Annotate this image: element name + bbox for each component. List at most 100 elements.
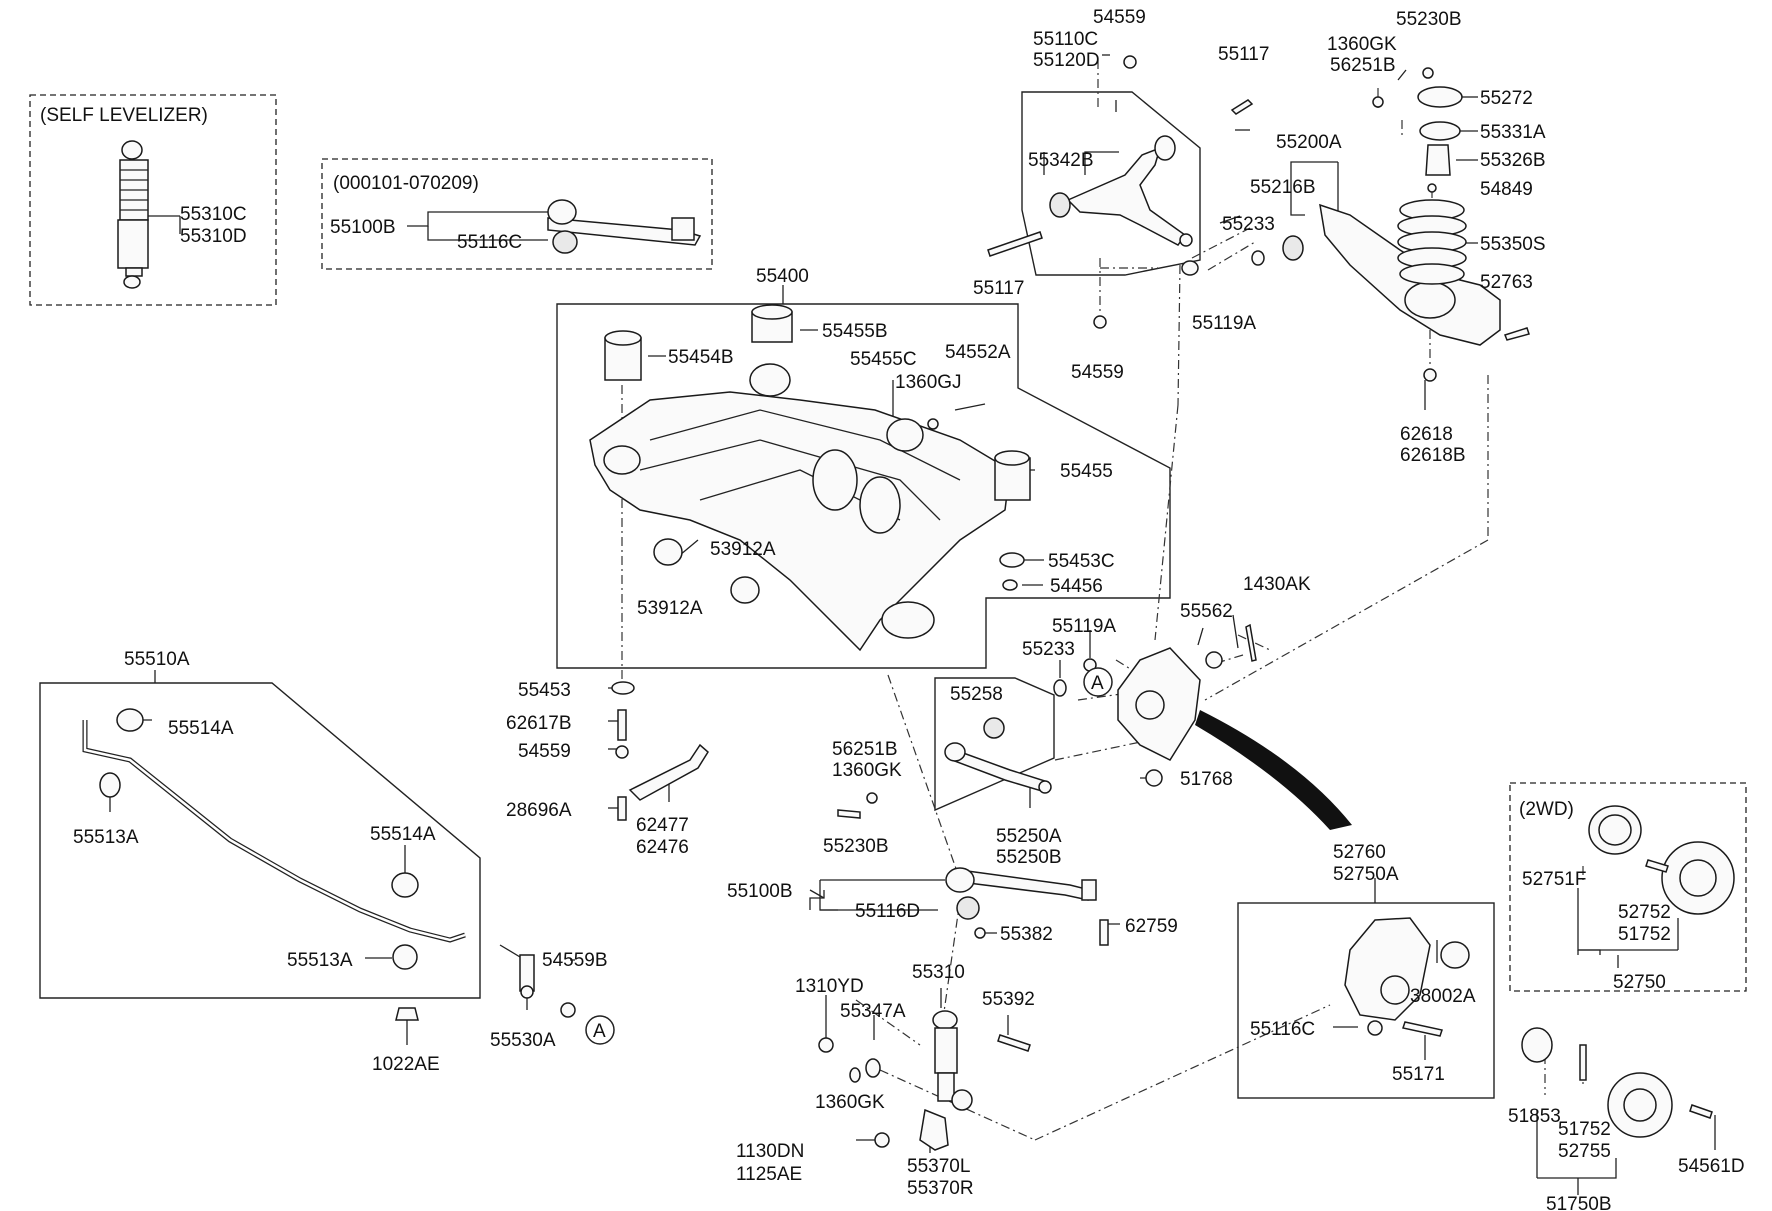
label-54559-top: 54559	[1093, 7, 1146, 28]
oring-51853	[1521, 1027, 1553, 1063]
washer-55453c	[999, 552, 1025, 568]
label-52755: 52755	[1558, 1141, 1611, 1162]
bolt-62759	[1099, 919, 1109, 946]
label-52752-a: 52752	[1618, 902, 1671, 923]
label-55513a-a: 55513A	[73, 827, 139, 848]
bushing-55119a-top	[1181, 260, 1199, 276]
knuckle-52760	[1344, 917, 1470, 1021]
washer-55233-top	[1251, 250, 1265, 266]
label-52751f: 52751F	[1522, 869, 1586, 890]
nut-1360gk-top	[1372, 96, 1384, 108]
part-labels: (SELF LEVELIZER) 55310C 55310D (000101-0…	[40, 7, 1745, 1211]
bolt-55171	[1402, 1021, 1443, 1037]
label-55200a: 55200A	[1276, 132, 1342, 153]
label-1360gk-low: 1360GK	[815, 1092, 885, 1113]
bolt-28696a	[617, 796, 627, 821]
bolt-54561d	[1689, 1104, 1713, 1119]
label-55455c: 55455C	[850, 349, 917, 370]
label-51768: 51768	[1180, 769, 1233, 790]
label-2wd: (2WD)	[1519, 799, 1574, 820]
label-1022ae: 1022AE	[372, 1054, 440, 1075]
label-55453: 55453	[518, 680, 571, 701]
nut-1022ae	[395, 1007, 419, 1021]
label-55230b-mid: 55230B	[823, 836, 889, 857]
stabilizer-bar	[82, 708, 466, 970]
label-55400: 55400	[756, 266, 809, 287]
label-51750b: 51750B	[1546, 1194, 1612, 1211]
label-52750: 52750	[1613, 972, 1666, 993]
label-1360gk-top: 1360GK	[1327, 34, 1397, 55]
label-62618: 62618	[1400, 424, 1453, 445]
upper-arm-55110c	[1049, 135, 1193, 247]
label-55350s: 55350S	[1480, 234, 1546, 255]
label-55455b: 55455B	[822, 321, 888, 342]
label-55310: 55310	[912, 962, 965, 983]
label-62617b: 62617B	[506, 713, 572, 734]
nut-55116c-low	[1367, 1020, 1383, 1036]
label-55347a: 55347A	[840, 1001, 906, 1022]
bolt-55117-left	[987, 231, 1043, 257]
label-55100b-top: 55100B	[330, 217, 396, 238]
label-55233-mid: 55233	[1022, 639, 1075, 660]
pad-55331a	[1419, 121, 1461, 141]
label-55342b: 55342B	[1028, 150, 1094, 171]
nut-54559-mid	[1093, 315, 1107, 329]
hub-2wd	[1588, 805, 1735, 915]
label-55454b: 55454B	[668, 347, 734, 368]
bolt-55117-top	[1230, 99, 1254, 115]
label-55272: 55272	[1480, 88, 1533, 109]
bushing-55455c	[886, 418, 924, 452]
bolt-55392	[997, 1034, 1031, 1052]
knuckle-assembly	[1117, 647, 1201, 761]
label-54561d: 54561D	[1678, 1156, 1745, 1177]
label-55117-b: 55117	[973, 278, 1024, 299]
label-55455: 55455	[1060, 461, 1113, 482]
label-55119a-top: 55119A	[1192, 313, 1256, 334]
washer-1310yd	[818, 1037, 834, 1053]
label-62477: 62477	[636, 815, 689, 836]
bracket-55370l	[919, 1108, 949, 1151]
label-55453c: 55453C	[1048, 551, 1115, 572]
coil-spring-55350s	[1397, 199, 1467, 285]
bushing-53912a-b	[730, 576, 760, 604]
label-55116d: 55116D	[855, 901, 920, 922]
bolt-51752-b	[1579, 1044, 1587, 1081]
stabilizer-box	[39, 682, 481, 999]
link-55258-box	[934, 677, 1055, 812]
label-55370l: 55370L	[907, 1156, 970, 1177]
label-55310d: 55310D	[180, 226, 247, 247]
label-54456: 54456	[1050, 576, 1103, 597]
label-28696a: 28696A	[506, 800, 572, 821]
label-55216b: 55216B	[1250, 177, 1316, 198]
label-1430ak: 1430AK	[1243, 574, 1311, 595]
label-54559-low: 54559	[518, 741, 571, 762]
label-55233-top: 55233	[1222, 214, 1275, 235]
bolt-52763	[1504, 327, 1530, 341]
shock-absorber-self-levelizer	[117, 140, 149, 289]
label-52763: 52763	[1480, 272, 1533, 293]
label-55310c: 55310C	[180, 204, 247, 225]
washer-55382	[974, 927, 986, 939]
label-56251b-top: 56251B	[1330, 55, 1396, 76]
bolt-54552a	[927, 403, 986, 430]
label-55100b-low: 55100B	[727, 881, 793, 902]
washer-55453	[611, 681, 635, 695]
label-62618b: 62618B	[1400, 445, 1466, 466]
crossmember-assembly	[589, 363, 1011, 652]
label-55250b: 55250B	[996, 847, 1062, 868]
bolt-55230b-mid	[837, 809, 861, 819]
link-55250a	[944, 717, 1052, 794]
upper-arm-box	[1021, 91, 1201, 276]
shock-absorber-55310	[932, 1010, 973, 1111]
label-51853: 51853	[1508, 1106, 1561, 1127]
label-55110c: 55110C	[1033, 29, 1098, 50]
nut-55562	[1205, 651, 1223, 669]
label-52760: 52760	[1333, 842, 1386, 863]
pointer-arrow	[1195, 710, 1352, 830]
bumper-55326b	[1425, 144, 1451, 176]
label-53912a-a: 53912A	[710, 539, 776, 560]
label-date-range: (000101-070209)	[333, 173, 479, 194]
label-62476: 62476	[636, 837, 689, 858]
label-55382: 55382	[1000, 924, 1053, 945]
label-1360gk-mid: 1360GK	[832, 760, 902, 781]
